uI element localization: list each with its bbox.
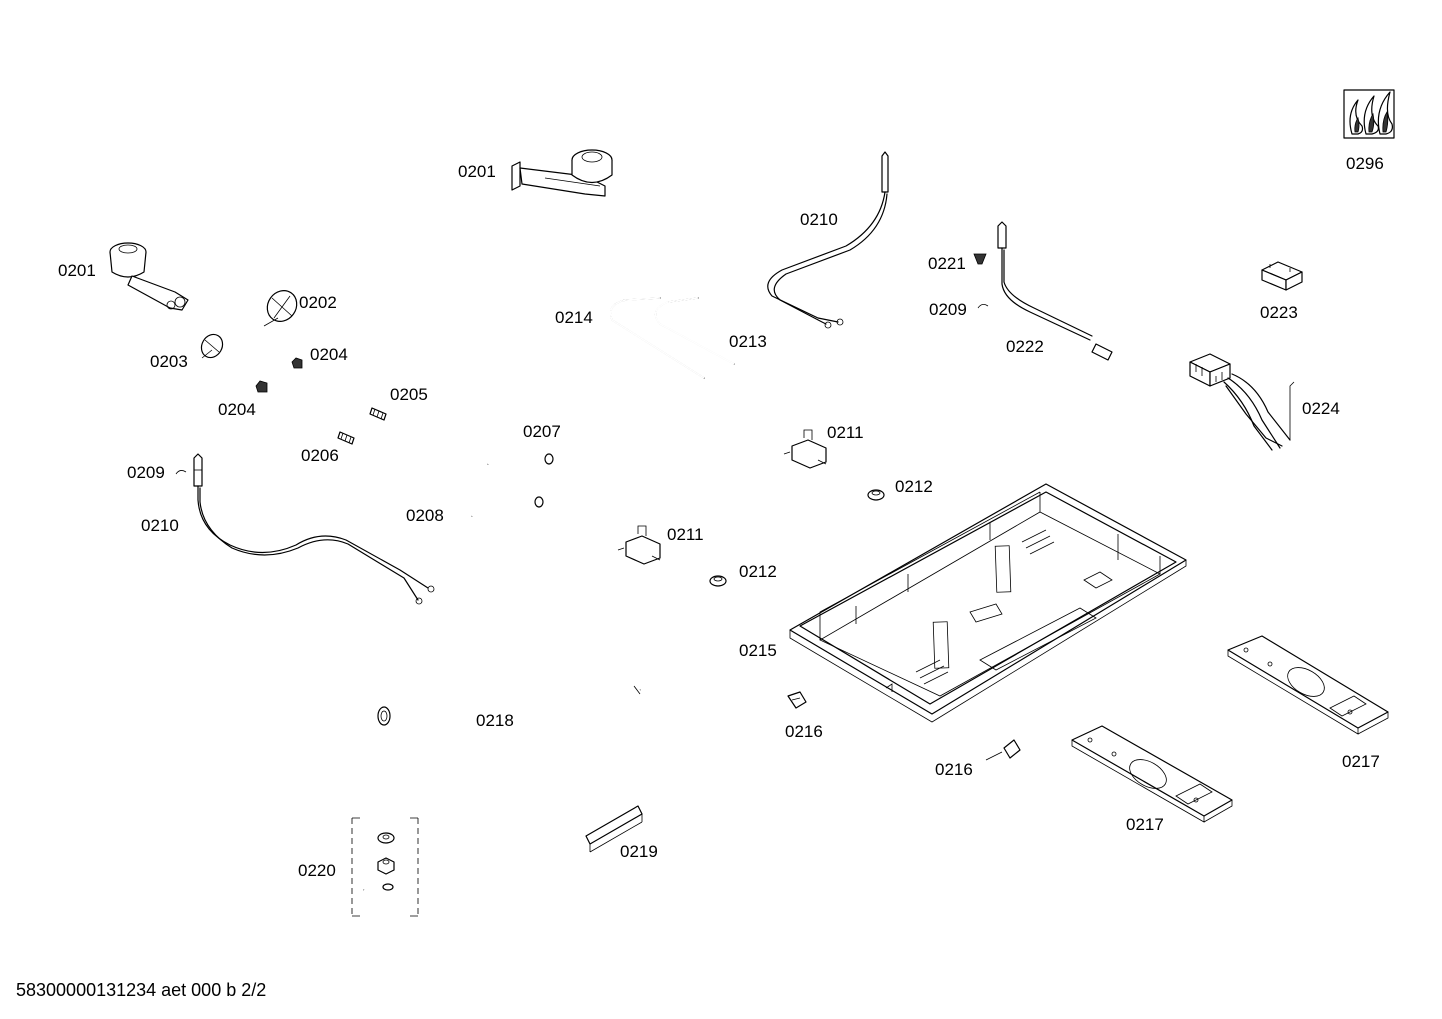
label-0212-a: 0212	[895, 477, 933, 496]
part-0212-washer-a[interactable]	[867, 489, 885, 501]
label-0205: 0205	[390, 385, 428, 404]
label-0216-a: 0216	[785, 722, 823, 741]
label-0210-left: 0210	[141, 516, 179, 535]
part-0222-ignition-lead[interactable]	[997, 221, 1113, 361]
label-0215: 0215	[739, 641, 777, 660]
part-0216-bracket-a[interactable]	[787, 691, 807, 709]
label-0223: 0223	[1260, 303, 1298, 322]
part-0209-clip-right[interactable]	[977, 304, 989, 309]
part-0202-clip[interactable]	[261, 285, 302, 327]
part-0211-valve-b[interactable]	[617, 525, 661, 565]
part-0206-nozzle[interactable]	[337, 431, 355, 445]
label-0210-right: 0210	[800, 210, 838, 229]
part-0204-cap-b[interactable]	[255, 380, 268, 393]
label-0219: 0219	[620, 842, 658, 861]
document-footer: 58300000131234 aet 000 b 2/2	[16, 980, 267, 1000]
label-0222: 0222	[1006, 337, 1044, 356]
part-0220-fitting-set[interactable]	[351, 817, 419, 917]
part-0218-gas-rail[interactable]	[377, 684, 644, 775]
label-0217-mid: 0217	[1126, 815, 1164, 834]
part-0216-bracket-b[interactable]	[985, 739, 1021, 761]
label-0204-a: 0204	[310, 345, 348, 364]
label-0201-top: 0201	[458, 162, 496, 181]
part-0209-clip-left[interactable]	[175, 470, 187, 475]
label-0217-right: 0217	[1342, 752, 1380, 771]
label-0207: 0207	[523, 422, 561, 441]
part-0224-spark-generator[interactable]	[1189, 353, 1295, 451]
part-0217-rail-mid[interactable]	[1071, 725, 1233, 823]
label-0208: 0208	[406, 506, 444, 525]
label-0202: 0202	[299, 293, 337, 312]
part-0201-burner-top[interactable]	[511, 149, 613, 197]
part-0296-gas-symbol[interactable]	[1343, 89, 1395, 139]
label-0203: 0203	[150, 352, 188, 371]
part-0214-tube[interactable]	[609, 297, 705, 379]
part-0208-pipe[interactable]	[470, 489, 544, 517]
label-0216-b: 0216	[935, 760, 973, 779]
part-0215-base-tray[interactable]	[789, 483, 1187, 723]
label-0221: 0221	[928, 254, 966, 273]
label-0218: 0218	[476, 711, 514, 730]
part-0217-rail-right[interactable]	[1227, 635, 1389, 735]
label-0296: 0296	[1346, 154, 1384, 173]
part-0221-cap[interactable]	[973, 253, 987, 265]
label-0212-b: 0212	[739, 562, 777, 581]
part-0204-cap-a[interactable]	[291, 357, 303, 369]
part-0212-washer-b[interactable]	[709, 575, 727, 587]
part-0210-thermocouple-right[interactable]	[767, 151, 889, 329]
label-0204-b: 0204	[218, 400, 256, 419]
label-0213: 0213	[729, 332, 767, 351]
part-0201-burner-left[interactable]	[109, 242, 189, 311]
label-0214: 0214	[555, 308, 593, 327]
part-0223-ignition-unit[interactable]	[1261, 261, 1303, 291]
label-0224: 0224	[1302, 399, 1340, 418]
label-0209-left: 0209	[127, 463, 165, 482]
label-0211-b: 0211	[667, 525, 704, 544]
label-0209-right: 0209	[929, 300, 967, 319]
part-0219-bar[interactable]	[585, 805, 643, 853]
part-0213-tube[interactable]	[654, 297, 735, 365]
label-0201-left: 0201	[58, 261, 96, 280]
part-0211-valve-a[interactable]	[783, 429, 827, 469]
part-0205-nozzle[interactable]	[369, 407, 387, 421]
label-0206: 0206	[301, 446, 339, 465]
part-0203-clip[interactable]	[197, 331, 226, 362]
label-0211-a: 0211	[827, 423, 864, 442]
label-0220: 0220	[298, 861, 336, 880]
part-0207-pipe[interactable]	[486, 447, 554, 466]
part-0210-thermocouple-left[interactable]	[193, 453, 435, 605]
